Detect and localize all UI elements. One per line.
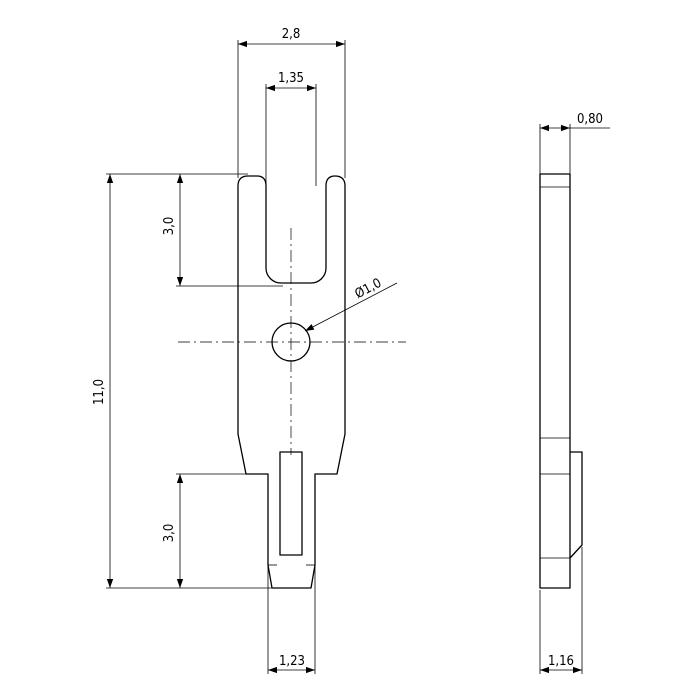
tab-slot [279,451,303,556]
dimension-slot-width: 1,35 [265,71,317,186]
side-tab-bend [569,451,583,559]
dimension-thickness: 0,80 [539,112,610,174]
dimension-top-width: 2,8 [237,27,346,178]
front-view [178,175,406,589]
dimension-hole-diameter: Ø1,0 [304,276,398,332]
dim-thickness-label: 0,80 [577,112,603,127]
dim-tab-width-label: 1,23 [279,654,305,669]
dim-tab-length-label: 3,0 [162,524,177,543]
side-body [539,173,571,589]
dim-total-length-label: 11,0 [92,379,107,405]
dimension-total-length: 11,0 [92,173,272,589]
dimension-tab-width: 1,23 [267,566,316,674]
dim-side-bottom-width-label: 1,16 [548,654,574,669]
dim-slot-width-label: 1,35 [278,71,304,86]
dimension-side-bottom-width: 1,16 [539,547,583,674]
side-view [539,173,583,589]
dimension-slot-depth: 3,0 [162,173,283,287]
dimension-tab-length: 3,0 [162,473,246,588]
front-outline [237,175,346,589]
dim-slot-depth-label: 3,0 [162,217,177,236]
dim-top-width-label: 2,8 [282,27,301,42]
